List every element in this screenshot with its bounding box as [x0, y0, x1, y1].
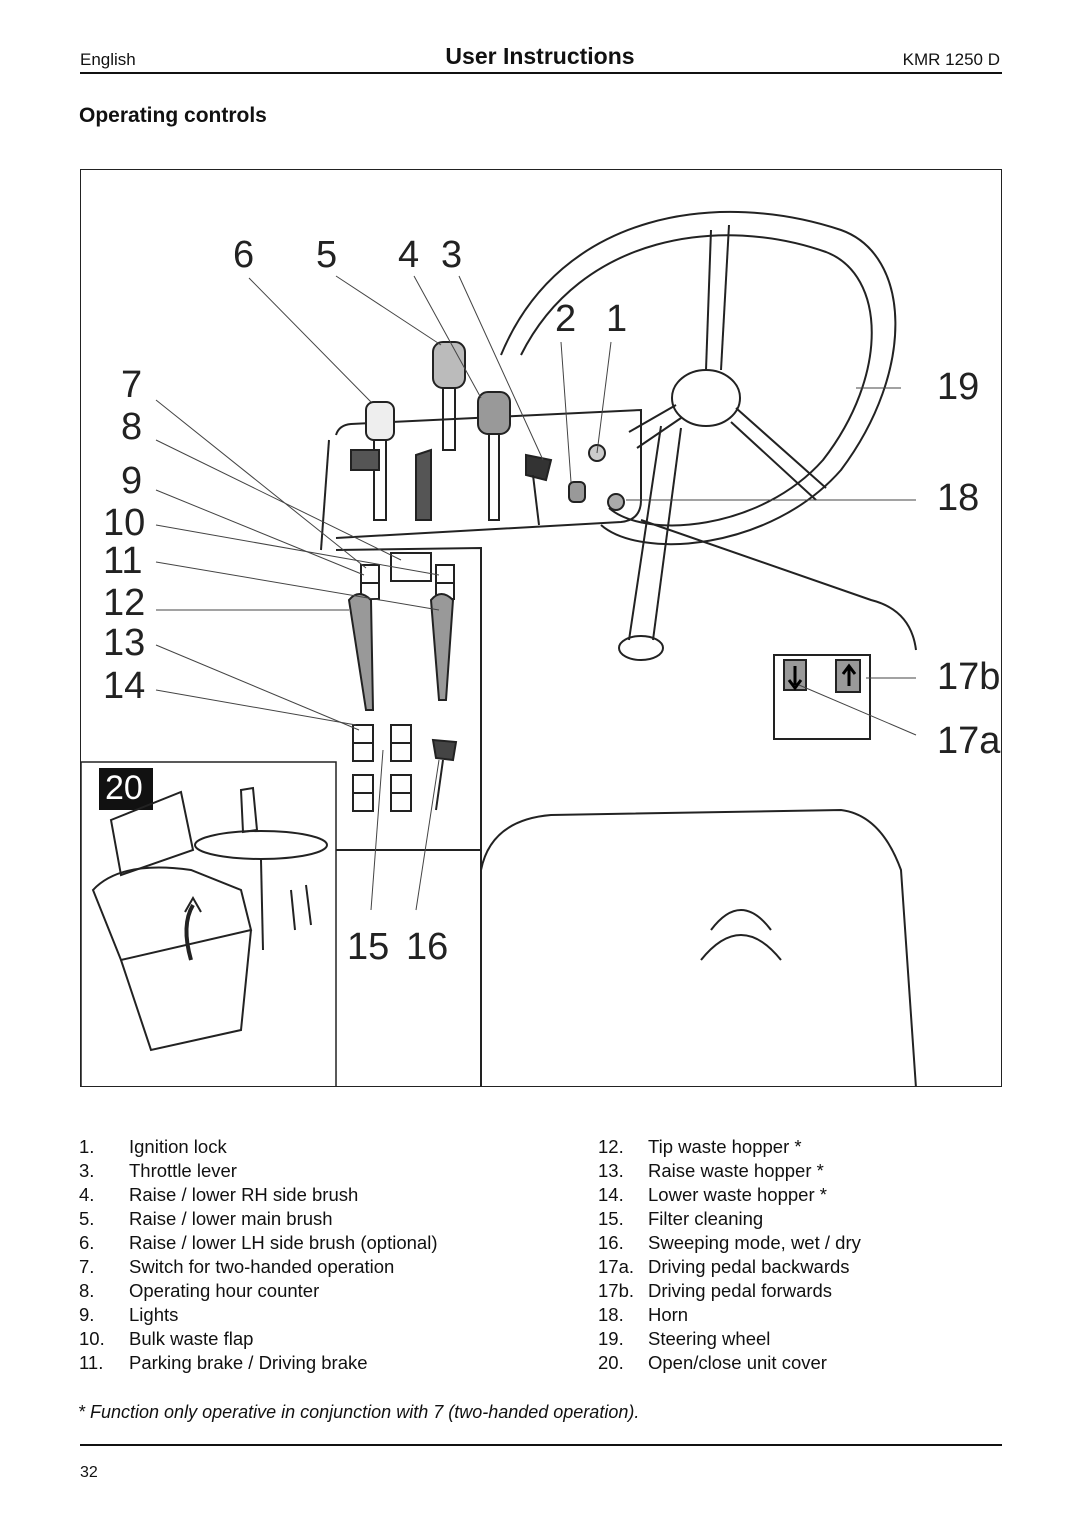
legend-item: 19.Steering wheel — [598, 1328, 771, 1349]
callout-1: 1 — [606, 298, 628, 340]
legend-item: 15.Filter cleaning — [598, 1208, 764, 1229]
bottom-rule — [80, 1444, 1002, 1446]
header-language: English — [80, 50, 136, 69]
steering-wheel-hub — [671, 369, 741, 427]
callout-12: 12 — [103, 582, 146, 624]
legend-item: 8.Operating hour counter — [79, 1280, 320, 1301]
legend-item: 3.Throttle lever — [79, 1160, 237, 1181]
callout-3: 3 — [441, 234, 463, 276]
callout-10: 10 — [103, 502, 146, 544]
callout-6: 6 — [233, 234, 255, 276]
callout-4: 4 — [398, 234, 420, 276]
header-title: User Instructions — [445, 43, 635, 69]
legend-item: 12.Tip waste hopper * — [598, 1136, 802, 1157]
legend-item: 9.Lights — [79, 1304, 179, 1325]
legend-item: 11.Parking brake / Driving brake — [79, 1352, 368, 1373]
legend-left: 1.Ignition lock 3.Throttle lever 4.Raise… — [79, 1135, 437, 1375]
legend-item: 18.Horn — [598, 1304, 689, 1325]
legend-item: 17b.Driving pedal forwards — [598, 1280, 833, 1301]
unit-cover-inset — [81, 761, 337, 1086]
operator-seat — [480, 808, 917, 1086]
callout-18: 18 — [937, 477, 980, 519]
callout-9: 9 — [121, 460, 143, 502]
dashboard-outline — [335, 408, 642, 539]
legend-item: 5.Raise / lower main brush — [79, 1208, 333, 1229]
callout-17a: 17a — [937, 720, 1001, 762]
callout-17b: 17b — [937, 656, 1001, 698]
legend-item: 14.Lower waste hopper * — [598, 1184, 827, 1205]
callout-8: 8 — [121, 406, 143, 448]
legend-item: 6.Raise / lower LH side brush (optional) — [79, 1232, 438, 1253]
callout-14: 14 — [103, 665, 146, 707]
legend-item: 4.Raise / lower RH side brush — [79, 1184, 359, 1205]
header-rule — [80, 72, 1002, 74]
callout-16: 16 — [406, 926, 449, 968]
callout-15: 15 — [347, 926, 390, 968]
legend-item: 16.Sweeping mode, wet / dry — [598, 1232, 861, 1253]
steering-wheel-rim — [500, 210, 897, 546]
operating-controls-figure: 6 5 4 3 2 1 7 8 9 10 11 12 13 14 19 18 1… — [80, 169, 1002, 1087]
callout-13: 13 — [103, 622, 146, 664]
callout-2: 2 — [555, 298, 577, 340]
legend-right: 12.Tip waste hopper * 13.Raise waste hop… — [598, 1135, 861, 1375]
legend-item: 1.Ignition lock — [79, 1136, 227, 1157]
header-model: KMR 1250 D — [902, 50, 1000, 69]
legend-item: 7.Switch for two-handed operation — [79, 1256, 395, 1277]
callout-11: 11 — [103, 540, 143, 582]
controls-illustration — [81, 210, 917, 1086]
callout-20: 20 — [105, 769, 143, 807]
callout-19: 19 — [937, 366, 980, 408]
legend-item: 20.Open/close unit cover — [598, 1352, 827, 1373]
legend-item: 13.Raise waste hopper * — [598, 1160, 824, 1181]
callout-5: 5 — [316, 234, 338, 276]
section-title: Operating controls — [79, 104, 267, 127]
footnote: * Function only operative in conjunction… — [78, 1402, 640, 1422]
page-number: 32 — [80, 1464, 98, 1481]
callout-7: 7 — [121, 364, 143, 406]
legend-item: 17a.Driving pedal backwards — [598, 1256, 850, 1277]
legend-item: 10.Bulk waste flap — [79, 1328, 254, 1349]
